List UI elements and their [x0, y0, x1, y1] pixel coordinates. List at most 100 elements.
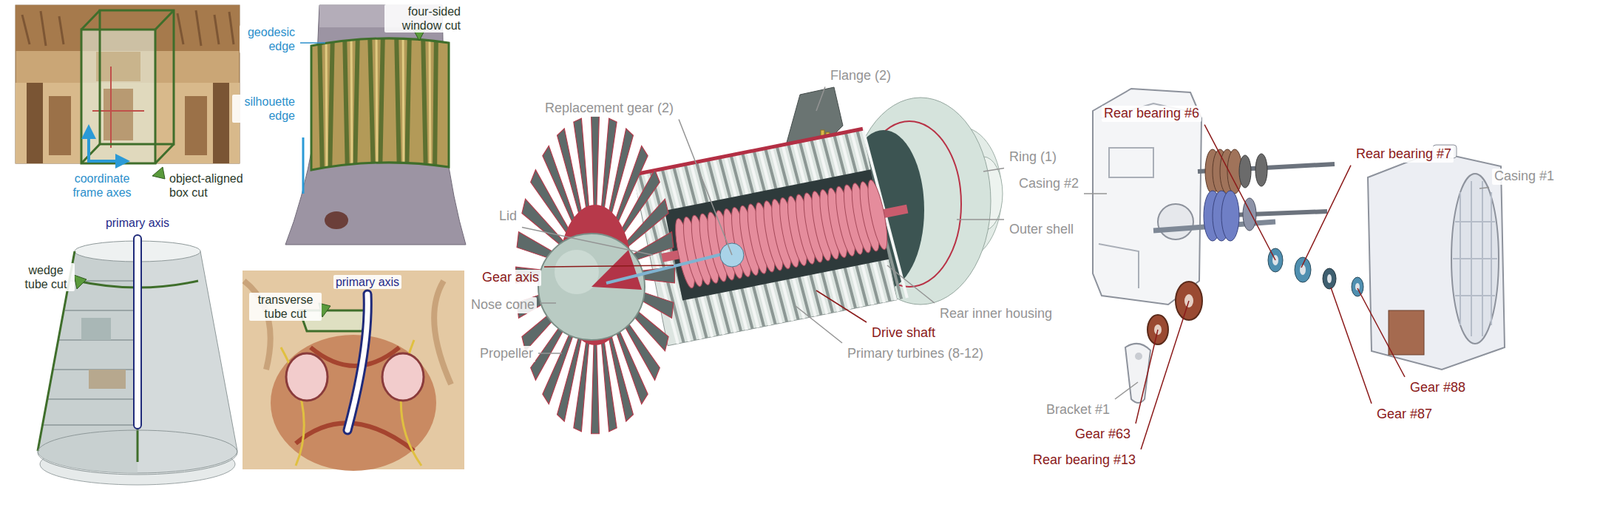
illustration-shape	[81, 10, 174, 164]
leader-line	[1135, 329, 1158, 424]
illustration-shape	[1125, 343, 1151, 403]
leader-line	[678, 119, 732, 256]
leader-line	[1140, 300, 1189, 450]
part-label: Outer shell	[1007, 221, 1076, 239]
propeller-blade	[521, 198, 566, 249]
leader-line	[816, 87, 826, 111]
leader-line	[300, 42, 326, 44]
illustration-shape	[1388, 310, 1425, 355]
illustration-shape	[37, 430, 238, 475]
illustration-shape	[15, 5, 240, 164]
illustration-shape	[212, 82, 230, 164]
illustration-shape	[302, 137, 305, 194]
illustration-shape	[286, 353, 328, 401]
part-label: Rear bearing #7	[1353, 146, 1454, 163]
leader-line	[983, 168, 1005, 172]
leader-line	[1083, 192, 1107, 195]
illustration-shape	[606, 249, 740, 284]
part-label: wedge tube cut	[17, 263, 75, 292]
illustration-shape	[1255, 153, 1268, 187]
leader-line	[1204, 124, 1276, 261]
part-label: Propeller	[477, 346, 536, 363]
part-label: primary axis	[103, 215, 172, 230]
part-label: Lid	[496, 208, 520, 225]
illustration-shape	[48, 96, 71, 156]
illustration-shape	[1157, 204, 1194, 240]
part-label: Gear axis	[479, 269, 542, 287]
leader-line	[1479, 187, 1490, 189]
illustration-shape	[88, 369, 126, 389]
illustration-shape	[326, 29, 431, 178]
illustration-shape	[319, 29, 437, 178]
leader-line	[521, 227, 653, 256]
part-label: Flange (2)	[828, 68, 894, 85]
propeller-blade	[573, 118, 590, 211]
part-label: Rear bearing #6	[1101, 105, 1202, 122]
illustration-shape	[311, 38, 449, 171]
illustration-shape	[664, 169, 889, 301]
part-label: Replacement gear (2)	[542, 100, 676, 117]
limb-illustration	[285, 5, 466, 245]
part-label: coordinate frame axes	[64, 171, 140, 200]
part-label: Gear #63	[1072, 426, 1133, 443]
leader-line	[1330, 287, 1372, 404]
propeller-blade	[591, 341, 600, 435]
illustration-shape	[99, 10, 174, 145]
leader-line	[956, 218, 1005, 221]
part-label: Rear bearing #13	[1030, 452, 1138, 469]
illustration-shape	[347, 294, 368, 431]
part-label: geodesic edge	[239, 25, 298, 54]
part-label: Rear inner housing	[937, 306, 1055, 323]
illustration-shape	[285, 5, 466, 245]
part-label: Nose cone	[468, 297, 537, 314]
propeller-blade	[608, 128, 634, 217]
illustration-shape	[1351, 277, 1364, 297]
illustration-shape	[633, 128, 897, 346]
leader-line	[544, 265, 674, 267]
part-label: Drive shaft	[869, 325, 938, 342]
illustration-shape	[1239, 155, 1252, 188]
illustration-shape	[633, 128, 863, 175]
illustration-shape	[103, 88, 134, 141]
illustration-shape	[96, 51, 141, 82]
part-label: Primary turbines (8-12)	[845, 346, 986, 363]
illustration-shape	[133, 235, 142, 429]
illustration-shape	[319, 29, 437, 178]
part-label: Gear #88	[1407, 380, 1468, 397]
illustration-shape	[1092, 88, 1202, 305]
propeller-blade	[601, 339, 617, 432]
illustration-shape	[26, 82, 43, 164]
leader-line	[538, 352, 562, 355]
illustration-shape	[73, 275, 87, 290]
part-label: silhouette edge	[232, 94, 298, 123]
gearbox-illustration	[1092, 88, 1505, 403]
illustration-shape	[1327, 274, 1332, 284]
illustration-shape	[1299, 264, 1306, 276]
part-label: four-sided window cut	[384, 4, 463, 33]
part-label: Gear #87	[1374, 406, 1435, 423]
illustration-shape	[1098, 103, 1187, 289]
illustration-shape	[1367, 151, 1505, 370]
part-label: transverse tube cut	[249, 292, 322, 321]
coil-ring	[864, 178, 891, 252]
illustration-shape	[324, 211, 349, 230]
illustration-shape	[1134, 352, 1143, 361]
leader-line	[795, 306, 843, 344]
leader-line	[539, 302, 557, 304]
illustration-shape	[1452, 181, 1498, 337]
part-label: object-aligned box cut	[167, 171, 258, 200]
excavation-illustration	[15, 5, 240, 179]
illustration-shape	[152, 167, 165, 179]
illustration-shape	[42, 280, 138, 426]
illustration-shape	[88, 131, 123, 162]
illustration-shape	[1451, 173, 1499, 344]
propeller-blade	[591, 116, 600, 209]
illustration-shape	[1322, 268, 1337, 290]
leader-line	[1114, 382, 1138, 400]
part-label: Casing #2	[1016, 175, 1081, 193]
propeller-blade	[557, 333, 583, 422]
